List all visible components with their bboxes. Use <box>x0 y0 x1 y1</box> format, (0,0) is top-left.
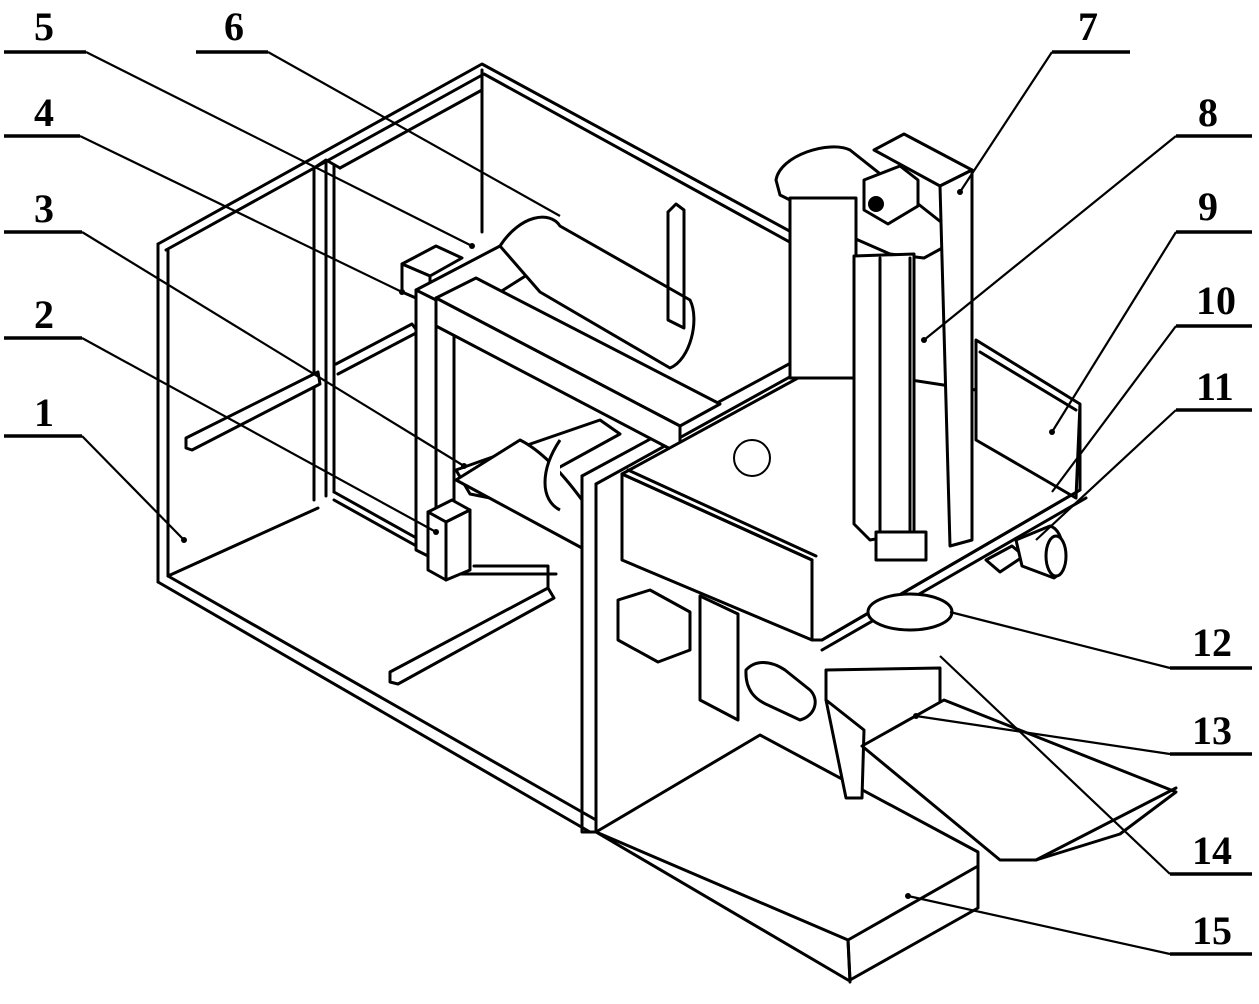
callout-5: 5 <box>34 4 54 49</box>
callout-7: 7 <box>1078 4 1098 49</box>
callout-10: 10 <box>1196 278 1236 323</box>
callout-12: 12 <box>1192 620 1232 665</box>
leader-lines <box>4 50 1252 956</box>
callout-15: 15 <box>1192 908 1232 953</box>
callout-8: 8 <box>1198 90 1218 135</box>
callout-2: 2 <box>34 292 54 337</box>
callout-14: 14 <box>1192 828 1232 873</box>
vertical-actuator <box>774 132 974 562</box>
callout-13: 13 <box>1192 708 1232 753</box>
callout-4: 4 <box>34 90 54 135</box>
lower-roller-assembly <box>426 418 622 582</box>
callout-6: 6 <box>224 4 244 49</box>
callout-3: 3 <box>34 186 54 231</box>
callout-labels: 5 6 4 3 2 1 7 8 9 10 11 12 13 14 15 <box>34 4 1236 953</box>
callout-9: 9 <box>1198 184 1218 229</box>
cutter-clamp <box>616 588 1178 862</box>
front-plate <box>580 356 980 984</box>
frame-box <box>156 62 832 834</box>
callout-11: 11 <box>1196 364 1234 409</box>
callout-1: 1 <box>34 390 54 435</box>
